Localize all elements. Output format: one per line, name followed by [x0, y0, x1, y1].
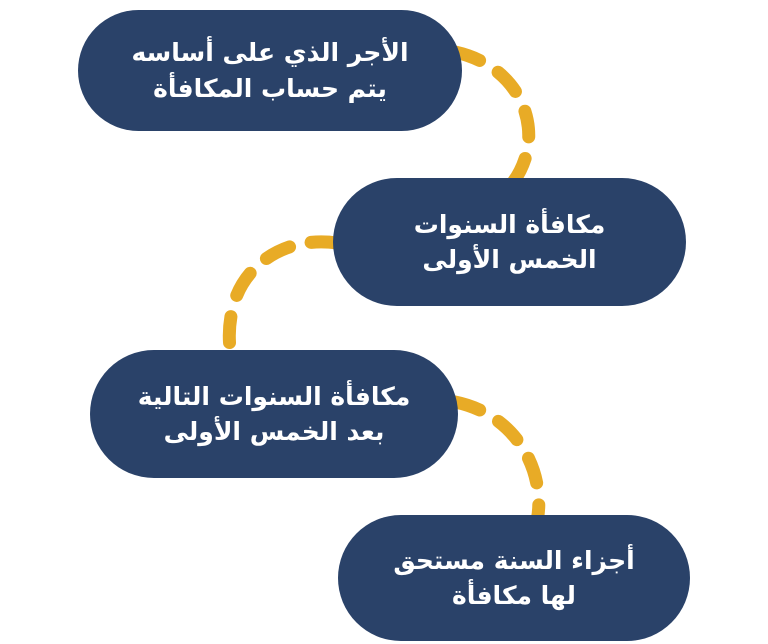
flow-node-label: مكافأة السنوات الخمس الأولى	[413, 209, 606, 275]
flow-node-partial-year-reward: أجزاء السنة مستحق لها مكافأة	[338, 515, 690, 641]
connector-node2-node3	[222, 235, 344, 367]
flow-node-first-five-years-reward: مكافأة السنوات الخمس الأولى	[333, 178, 686, 306]
flow-node-salary-basis: الأجر الذي على أساسه يتم حساب المكافأة	[78, 10, 462, 131]
flow-node-label: أجزاء السنة مستحق لها مكافأة	[393, 545, 635, 611]
flow-node-following-years-reward: مكافأة السنوات التالية بعد الخمس الأولى	[90, 350, 458, 478]
flow-node-label: مكافأة السنوات التالية بعد الخمس الأولى	[137, 381, 411, 447]
connector-node3-node4	[448, 395, 546, 538]
connector-node1-node2	[448, 45, 536, 203]
flow-node-label: الأجر الذي على أساسه يتم حساب المكافأة	[131, 38, 409, 103]
